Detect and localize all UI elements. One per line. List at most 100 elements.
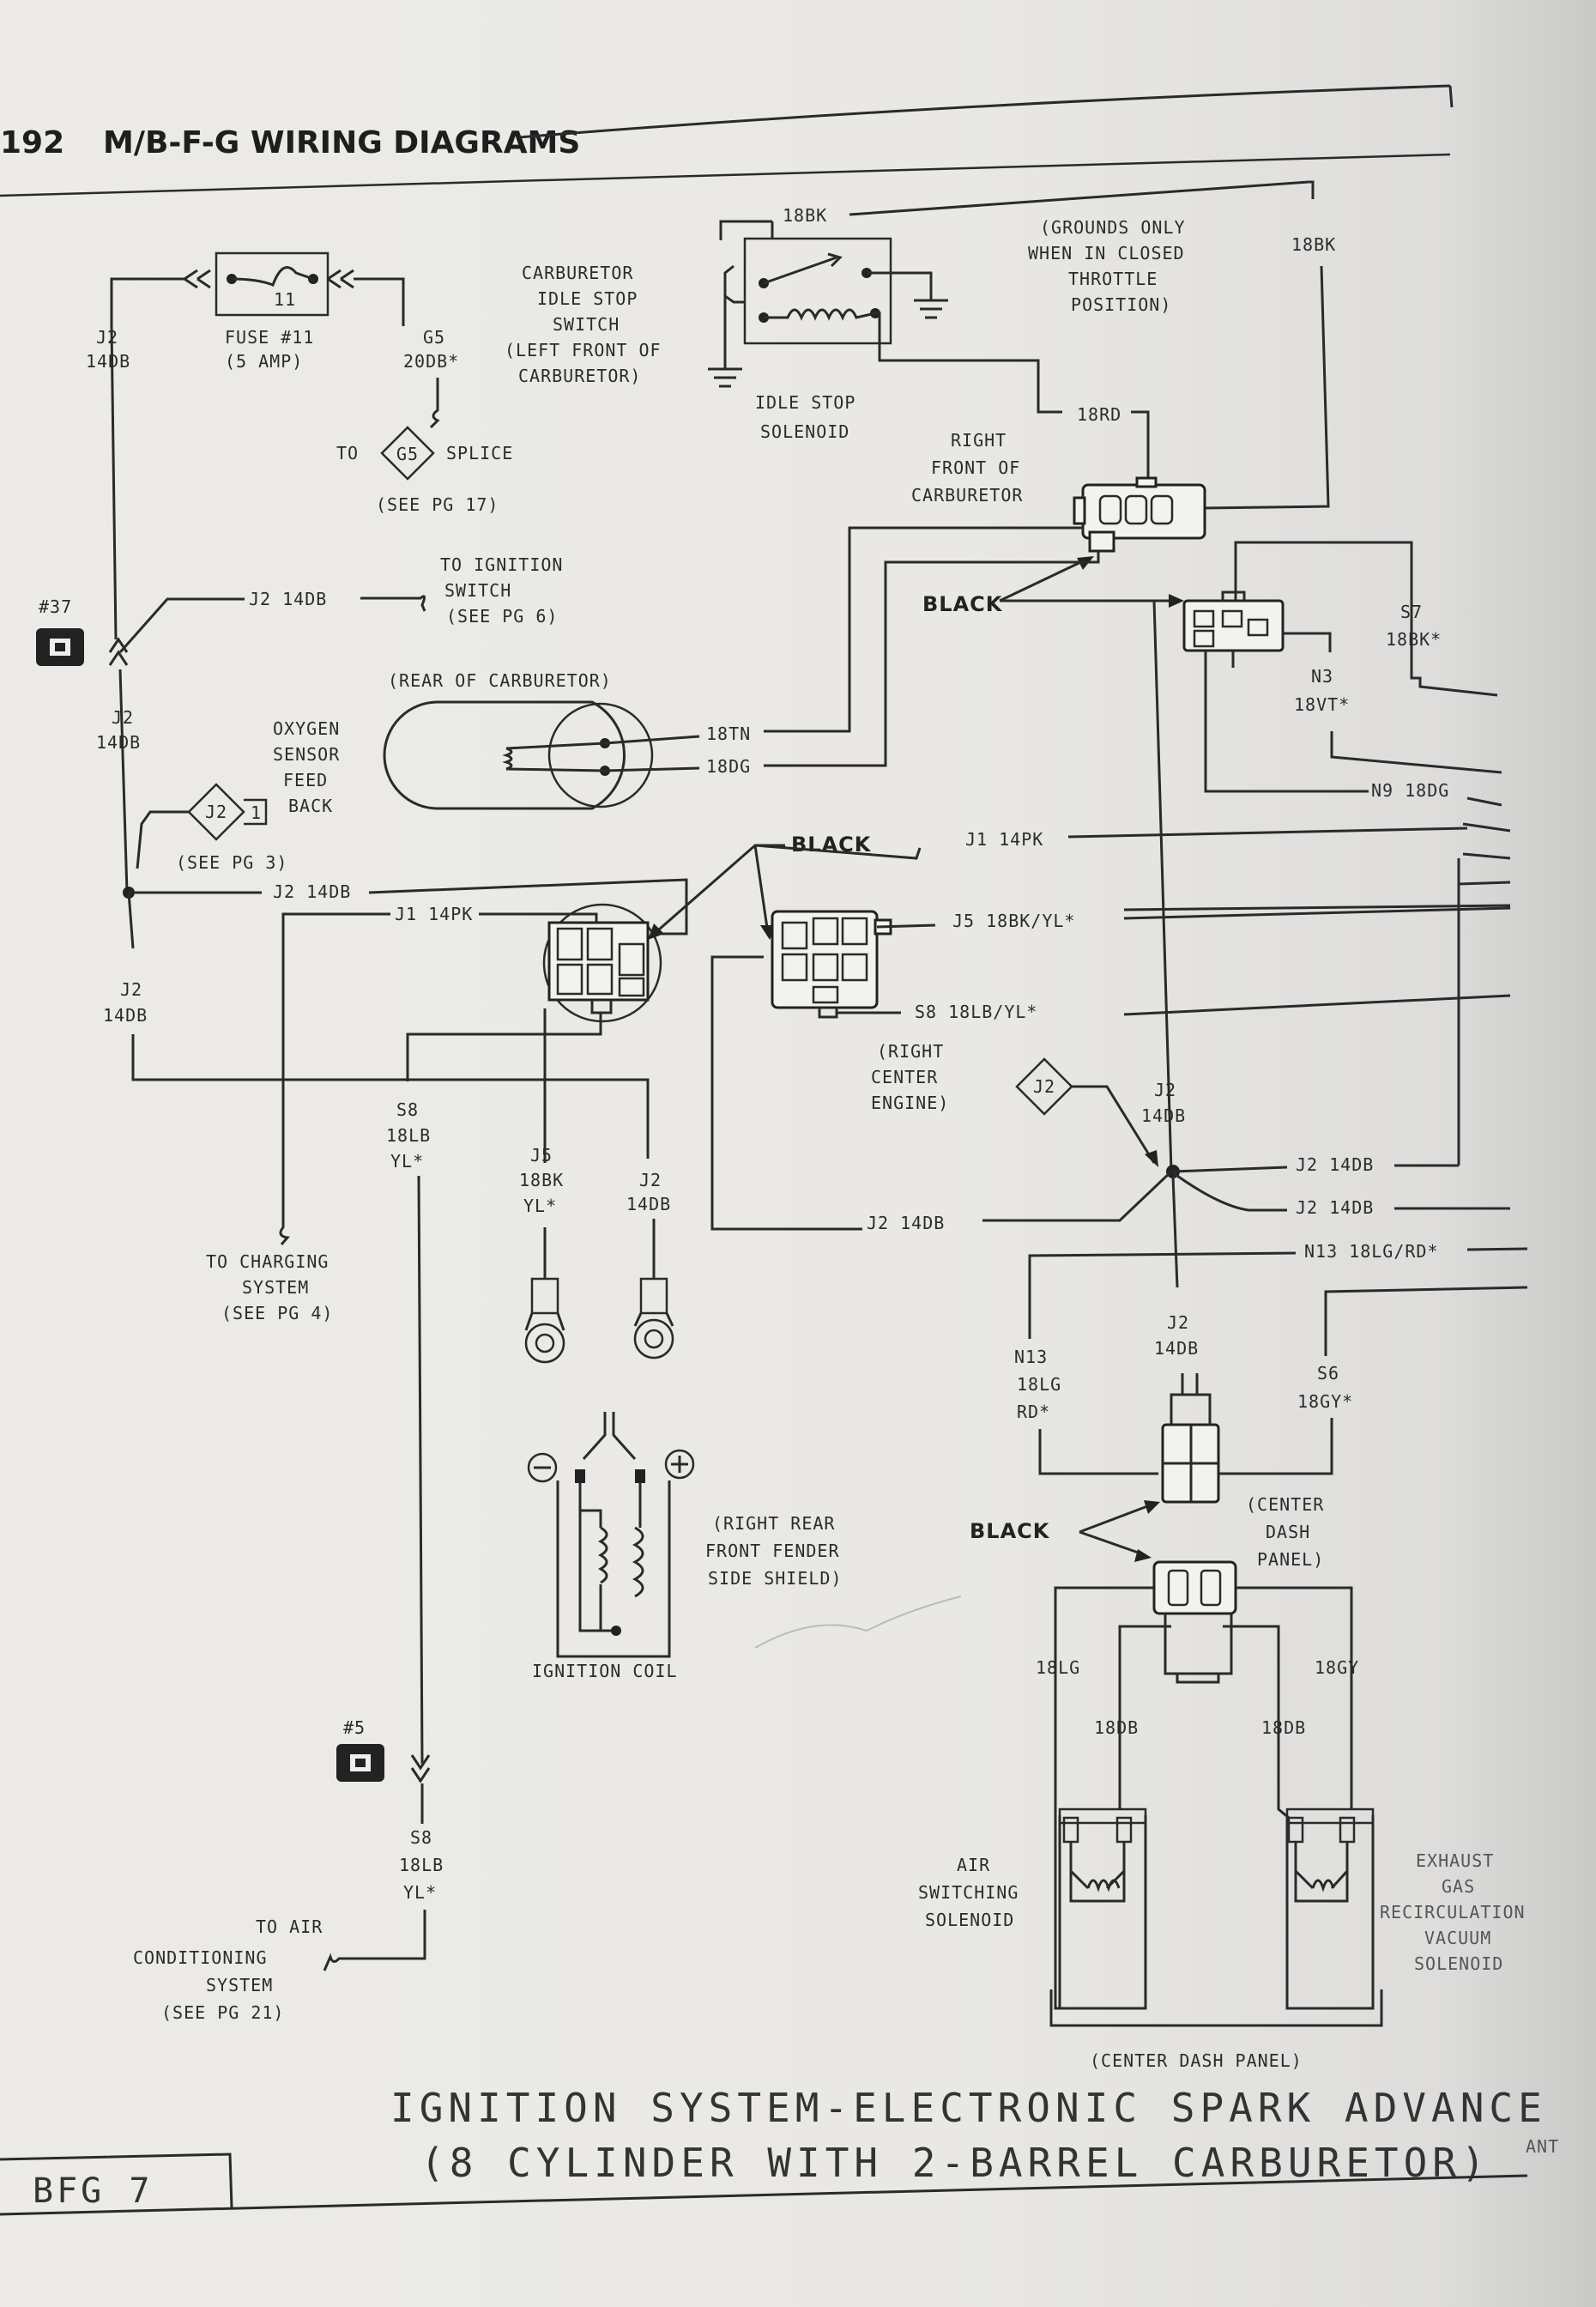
j2-ignition-label: J2 14DB [249, 589, 327, 609]
terminal-ring-j2 [633, 1277, 674, 1359]
j1-wire-top [754, 844, 922, 860]
wire-18lg [1054, 1586, 1154, 2010]
right-center-engine-label: (RIGHT CENTER ENGINE) [871, 1041, 955, 1113]
wire-18db-right-top [1223, 1625, 1280, 1712]
to-ignition-label: TO IGNITION SWITCH (SEE PG 6) [440, 554, 575, 627]
s8-drop [406, 1013, 602, 1081]
j2-bus-mid [118, 669, 129, 893]
fuse-j2-label: J2 14DB [86, 327, 130, 372]
wire-18bk-right-label: 18BK [1291, 234, 1336, 255]
black-arrow-2b [753, 845, 770, 935]
j2-dash-label: J2 14DB [1154, 1312, 1200, 1359]
see-pg3-label: (SEE PG 3) [176, 852, 287, 873]
center-engine-connector [771, 910, 892, 1019]
black-arrow-1a [999, 556, 1091, 602]
ignition-wire [360, 595, 426, 612]
wire-n9 [1204, 651, 1369, 793]
wire-18bk-top [849, 180, 1315, 216]
dash-panel-bracket [1049, 1989, 1383, 2027]
section-title: M/B-F-G WIRING DIAGRAMS [103, 125, 580, 160]
j2-bus-upper [110, 325, 118, 640]
s8-connector [410, 1754, 431, 1783]
air-switching-label: AIR SWITCHING SOLENOID [918, 1855, 1030, 1930]
n13-tail [1466, 1247, 1528, 1251]
ground-37-label: #37 [39, 596, 72, 617]
air-switching-solenoid [1058, 1712, 1147, 2010]
j2-diamond-suffix: 1 [251, 802, 262, 823]
wire-18lg-label: 18LG [1036, 1657, 1080, 1678]
dash-connector-lower [1152, 1560, 1237, 1684]
j5-label-right: J5 18BK/YL* [952, 911, 1075, 931]
j2-mid-label: J2 14DB [273, 881, 351, 902]
to-ac-label: TO AIR CONDITIONING SYSTEM (SEE PG 21) [133, 1916, 334, 2023]
corner-mark: ANT [1526, 2136, 1559, 2157]
ac-wire [323, 1910, 426, 1971]
idle-stop-switch [708, 220, 1062, 414]
n3-wire-label: N3 18VT* [1294, 666, 1350, 715]
header-rule-lower [0, 153, 1451, 197]
j5-wire-stub [876, 923, 936, 929]
j1-wire-left [279, 912, 390, 1245]
egr-solenoid-label: EXHAUST GAS RECIRCULATION VACUUM SOLENOI… [1380, 1850, 1537, 1974]
ground-5-icon [336, 1744, 384, 1782]
n13-right-label: N13 18LG/RD* [1304, 1241, 1439, 1262]
wire-18rd-label: 18RD [1077, 404, 1121, 425]
oxygen-sensor-label: OXYGEN SENSOR FEED BACK [273, 718, 351, 816]
j2-dash-vertical [1171, 1175, 1179, 1288]
wire-n3 [1330, 731, 1502, 774]
j2-bottom-wire-left [710, 955, 862, 1231]
s8-label-right: S8 18LB/YL* [915, 1002, 1037, 1022]
j2-diamond-left [187, 783, 245, 841]
s8-left-label: S8 18LB YL* [386, 1099, 442, 1172]
black-label-1: BLACK [922, 592, 1003, 616]
wire-18dg-label: 18DG [706, 756, 751, 777]
black-arrow-3a [1079, 1502, 1155, 1534]
j2-center-label: J2 14DB [1141, 1080, 1188, 1126]
j2-wire-to-coil [131, 1034, 650, 1159]
footer-rule [0, 2174, 1528, 2216]
j1-wire-top-right [1067, 827, 1468, 839]
wire-18gy [1236, 1586, 1353, 1656]
j2-right-2-wire [1170, 1170, 1287, 1212]
header-rule [518, 84, 1451, 139]
center-dash-label: (CENTER DASH PANEL) [1246, 1494, 1335, 1570]
j2-bottom-label: J2 14DB [867, 1213, 945, 1233]
wire-18dg [764, 551, 1100, 767]
wire-18rd [1131, 410, 1150, 482]
diagram-title-2: (8 CYLINDER WITH 2-BARREL CARBURETOR) [420, 2140, 1490, 2186]
j2-bus-lower [127, 892, 135, 949]
wire-18bk-right [1202, 265, 1330, 510]
j1-left-label: J1 14PK [395, 904, 473, 924]
s6-drop [1218, 1418, 1333, 1475]
j2-to-ignition [118, 597, 245, 653]
wire-18tn [764, 526, 1083, 733]
wire-18bk-top-label: 18BK [783, 205, 827, 226]
s8-wire-stub [835, 1011, 901, 1017]
g5-diamond [380, 426, 435, 481]
s6-wire [1324, 1286, 1528, 1356]
g5-wire-label: G5 20DB* [403, 327, 459, 372]
diagram-title-1: IGNITION SYSTEM-ELECTRONIC SPARK ADVANCE [390, 2085, 1547, 2131]
j2-right-tails [1394, 1164, 1510, 1210]
grounds-note: (GROUNDS ONLY WHEN IN CLOSED THROTTLE PO… [1028, 217, 1197, 315]
terminal-ring-j5 [524, 1277, 565, 1364]
ignition-coil-label: IGNITION COIL [532, 1661, 678, 1681]
black-arrow-3b [1079, 1530, 1146, 1557]
g5-see-label: (SEE PG 17) [376, 494, 499, 515]
j2-left2-label: J2 14DB [103, 979, 154, 1026]
s6-wire-label: S6 18GY* [1297, 1363, 1353, 1412]
page-label-box [0, 2153, 233, 2208]
oxygen-sensor [383, 700, 700, 810]
j2-coil-label: J2 14DB [626, 1170, 673, 1214]
carb-switch-label: CARBURETOR IDLE STOP SWITCH (LEFT FRONT … [505, 263, 673, 386]
ground-37-icon [36, 628, 84, 666]
right-edge-wires [1123, 822, 1511, 1166]
egr-vacuum-solenoid [1277, 1656, 1375, 2010]
to-charging-label: TO CHARGING SYSTEM (SEE PG 4) [206, 1251, 341, 1323]
left-engine-connector [542, 903, 662, 1023]
s8-bottom-label: S8 18LB YL* [399, 1827, 455, 1903]
g5-diamond-label: G5 [396, 444, 419, 464]
ground-5-label: #5 [343, 1717, 366, 1738]
wire-18db-1-label: 18DB [1094, 1717, 1139, 1738]
ignition-coil [527, 1412, 695, 1658]
